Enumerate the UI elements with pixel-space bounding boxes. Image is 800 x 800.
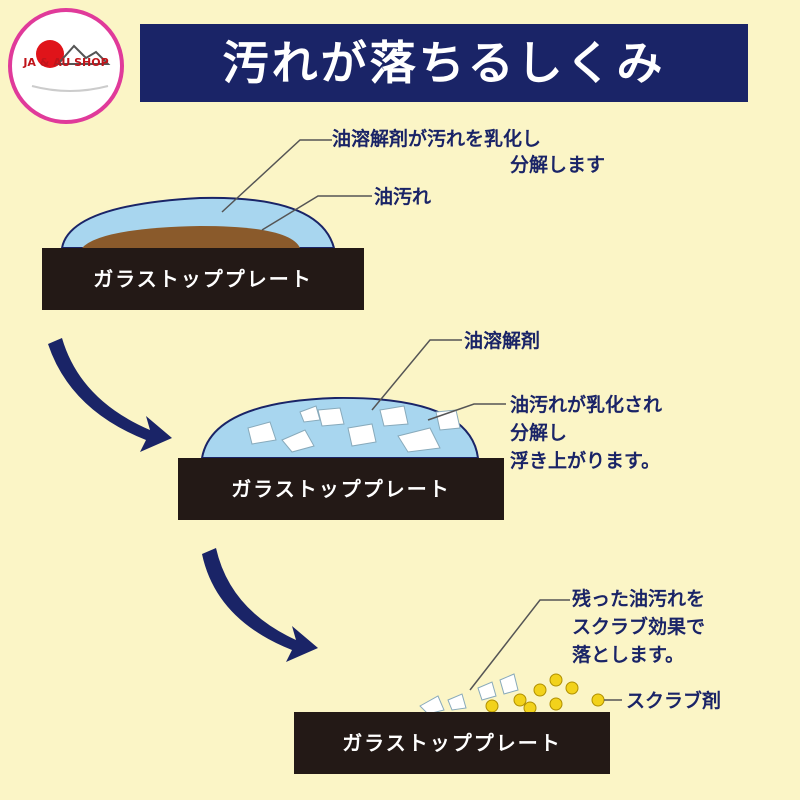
label-scrub-line1: 残った油汚れを (572, 586, 705, 612)
glass-top-plate-1: ガラストッププレート (42, 248, 364, 310)
glass-top-plate-2: ガラストッププレート (178, 458, 504, 520)
label-emulsify-line1: 油溶解剤が汚れを乳化し (332, 126, 541, 152)
label-scrub-line2: スクラブ効果で (572, 614, 705, 640)
remaining-dirt-particles (420, 674, 518, 714)
label-scrub-agent: スクラブ剤 (626, 688, 721, 714)
label-lift-line2: 分解し (510, 420, 567, 446)
label-lift-line3: 浮き上がります。 (510, 448, 660, 474)
label-solvent: 油溶解剤 (464, 328, 540, 354)
solvent-layer-2 (202, 398, 478, 458)
label-dirt: 油汚れ (374, 184, 431, 210)
label-emulsify-line2: 分解します (510, 152, 605, 178)
glass-top-plate-3: ガラストッププレート (294, 712, 610, 774)
arrow-down-1 (48, 338, 172, 452)
label-scrub-line3: 落とします。 (572, 642, 684, 668)
arrow-down-2 (202, 548, 318, 662)
label-lift-line1: 油汚れが乳化され (510, 392, 662, 418)
